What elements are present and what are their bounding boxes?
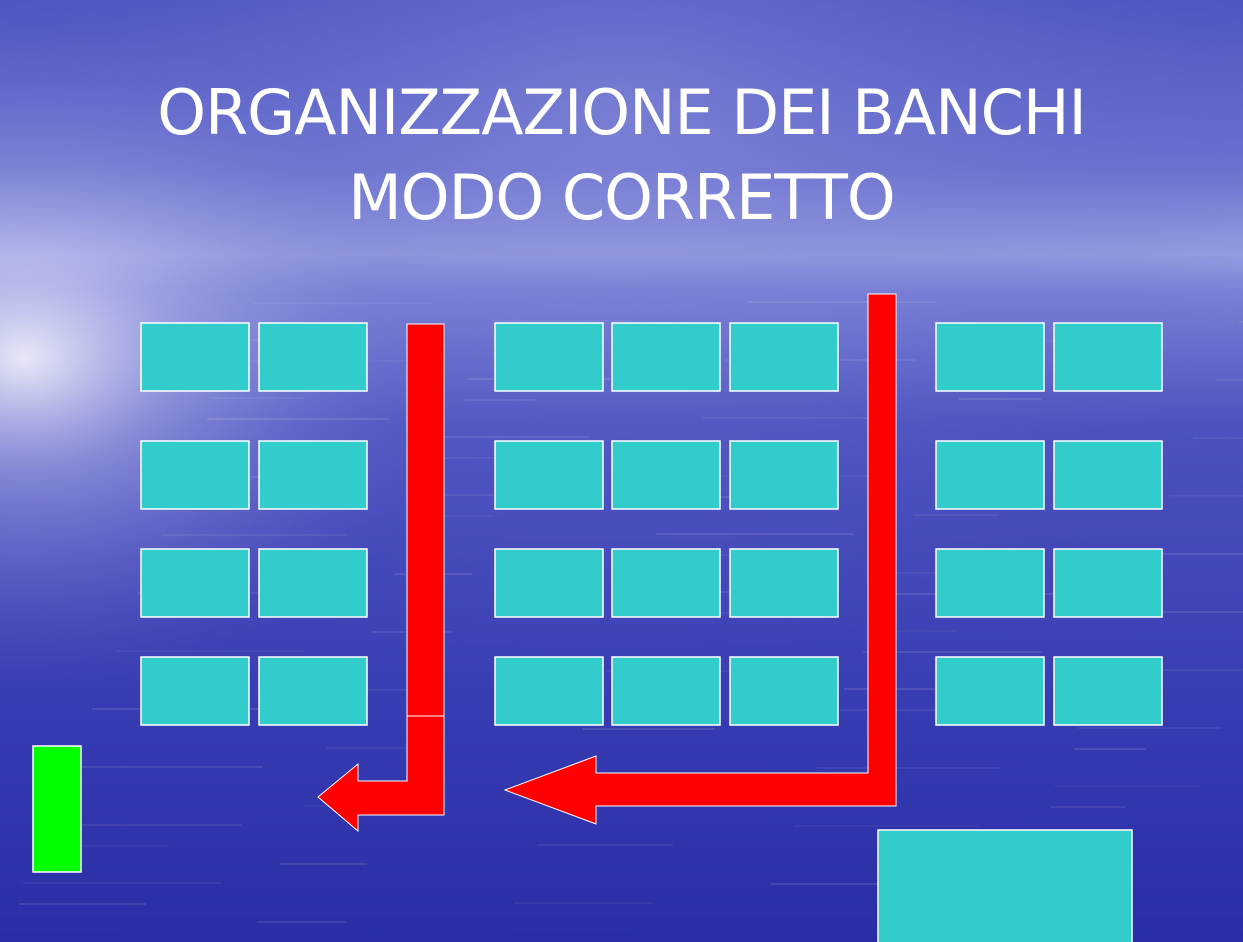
water-streak (514, 902, 652, 904)
water-streak (42, 845, 167, 847)
door (32, 745, 82, 873)
right-aisle-arrow (503, 293, 897, 825)
water-streak (890, 572, 978, 574)
extras-layer (32, 745, 1133, 942)
water-streak (656, 533, 853, 535)
desk-left-row2-col1 (140, 440, 250, 510)
water-streak (23, 882, 221, 884)
desks-layer (140, 322, 1163, 726)
water-streak (1101, 669, 1242, 671)
water-streak (441, 457, 514, 459)
slide-title-line-2: MODO CORRETTO (348, 161, 895, 234)
water-streak (1147, 553, 1243, 555)
water-streak (1078, 727, 1221, 729)
water-streak (748, 301, 937, 303)
desk-center-row2-col1 (494, 440, 604, 510)
water-streak (913, 514, 999, 516)
water-streak (959, 398, 1041, 400)
water-streak (863, 651, 1042, 653)
desk-right-row3-col2 (1053, 548, 1163, 618)
water-streak (69, 766, 263, 768)
desk-center-row4-col2 (611, 656, 721, 726)
desk-right-row1-col1 (935, 322, 1045, 392)
water-streak (46, 824, 242, 826)
water-streak (702, 417, 895, 419)
desk-right-row1-col2 (1053, 322, 1163, 392)
water-streak (326, 747, 409, 749)
water-streak (1239, 321, 1243, 323)
desk-left-row1-col1 (140, 322, 250, 392)
desk-center-row2-col2 (611, 440, 721, 510)
slide-title-line-1: ORGANIZZAZIONE DEI BANCHI (157, 76, 1087, 149)
desk-left-row3-col2 (258, 548, 368, 618)
water-streak (464, 399, 535, 401)
water-streak (1216, 379, 1243, 381)
desk-left-row2-col2 (258, 440, 368, 510)
water-streak (257, 921, 346, 923)
desk-center-row3-col2 (611, 548, 721, 618)
desk-right-row2-col2 (1053, 440, 1163, 510)
water-streak (1051, 806, 1125, 808)
desk-center-row4-col3 (729, 656, 839, 726)
water-streak (771, 883, 958, 885)
teacher-desk (877, 829, 1133, 942)
water-streak (445, 436, 589, 438)
water-streak (867, 630, 957, 632)
water-streak (253, 302, 431, 304)
water-streak (349, 689, 430, 691)
water-streak (1193, 437, 1243, 439)
desk-center-row3-col1 (494, 548, 604, 618)
left-aisle-arrow (317, 323, 445, 833)
water-streak (207, 418, 389, 420)
desk-right-row4-col2 (1053, 656, 1163, 726)
water-streak (161, 534, 347, 536)
water-streak (418, 515, 493, 517)
water-streak (1170, 495, 1243, 497)
desk-right-row4-col1 (935, 656, 1045, 726)
desk-center-row1-col1 (494, 322, 604, 392)
desk-center-row1-col3 (729, 322, 839, 392)
water-streak (211, 397, 304, 399)
water-streak (583, 728, 715, 730)
arrows-layer (317, 293, 897, 833)
desk-left-row4-col1 (140, 656, 250, 726)
desk-center-row3-col3 (729, 548, 839, 618)
desk-right-row3-col1 (935, 548, 1045, 618)
desk-center-row1-col2 (611, 322, 721, 392)
desk-left-row1-col2 (258, 322, 368, 392)
desk-right-row2-col1 (935, 440, 1045, 510)
water-streak (794, 825, 979, 827)
desk-center-row2-col3 (729, 440, 839, 510)
water-streak (0, 300, 40, 302)
water-streak (491, 320, 631, 322)
water-streak (115, 650, 305, 652)
water-streak (280, 863, 367, 865)
water-streak (1055, 785, 1200, 787)
water-streak (840, 709, 1021, 711)
desk-left-row3-col1 (140, 548, 250, 618)
desk-left-row4-col2 (258, 656, 368, 726)
water-streak (1074, 748, 1146, 750)
desk-center-row4-col1 (494, 656, 604, 726)
water-streak (817, 767, 1000, 769)
water-streak (19, 903, 146, 905)
water-streak (1124, 611, 1243, 613)
water-streak (537, 844, 673, 846)
